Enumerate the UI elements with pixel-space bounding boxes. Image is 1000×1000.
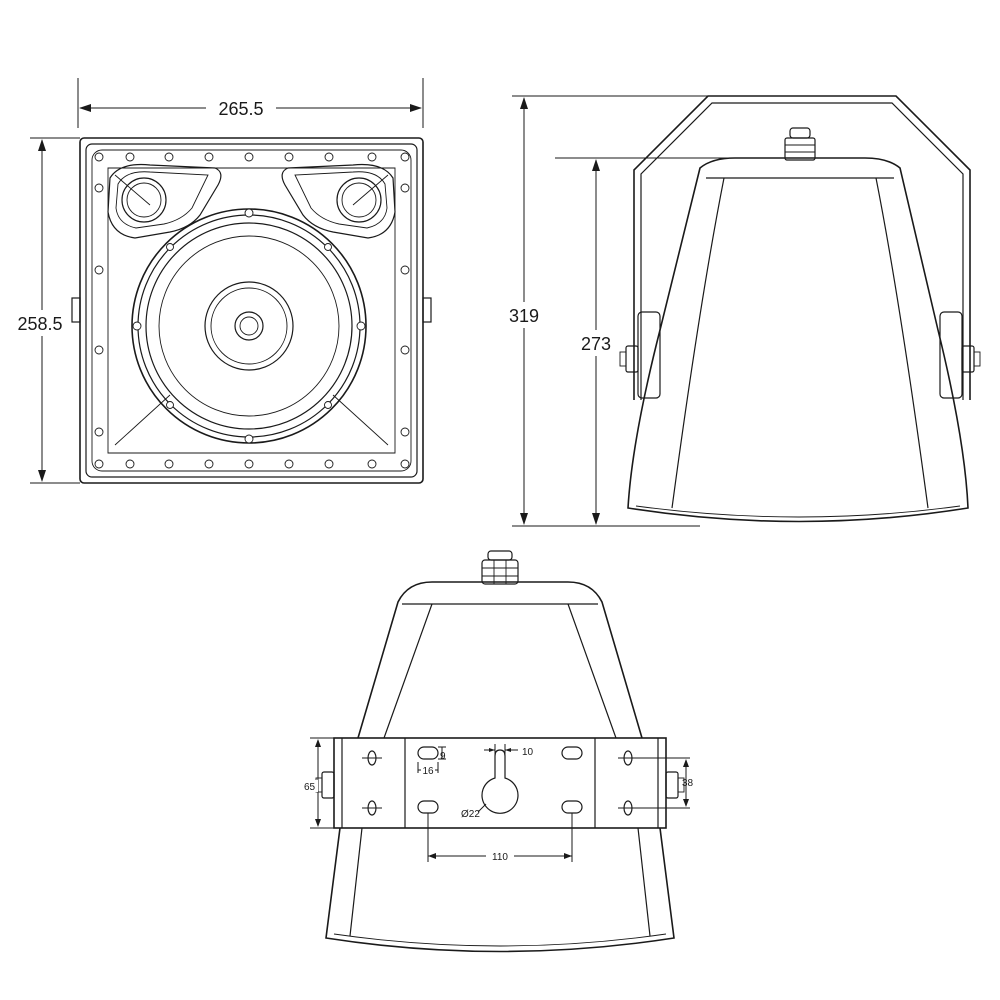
slot-height-label: 9 bbox=[440, 751, 446, 762]
bracket-height-label: 65 bbox=[304, 782, 316, 793]
keyhole-width-label: 10 bbox=[522, 747, 534, 758]
side-bracket bbox=[633, 95, 971, 400]
slot-width-label: 16 bbox=[422, 766, 434, 777]
side-overall-height-label: 319 bbox=[509, 306, 539, 326]
hole-spacing-label: 38 bbox=[682, 778, 694, 789]
side-body-height-label: 273 bbox=[581, 334, 611, 354]
front-side-tab-right bbox=[422, 297, 432, 323]
perimeter-screws bbox=[94, 152, 410, 469]
front-view: 265.5 258.5 bbox=[8, 78, 432, 484]
side-pivot-right bbox=[939, 311, 981, 399]
front-cabinet-outline bbox=[79, 137, 424, 484]
side-body-height-dimension: 273 bbox=[555, 157, 730, 525]
front-width-label: 265.5 bbox=[218, 99, 263, 119]
slot-spacing-label: 110 bbox=[492, 852, 508, 863]
front-side-tab-left bbox=[71, 297, 81, 323]
front-height-dimension: 258.5 bbox=[8, 137, 80, 484]
front-width-dimension: 265.5 bbox=[77, 78, 424, 128]
side-body-outline bbox=[627, 157, 969, 523]
tweeter-port-left bbox=[107, 163, 222, 239]
rear-cable-gland bbox=[481, 550, 519, 585]
mounting-slot bbox=[417, 800, 439, 814]
mounting-slot bbox=[561, 746, 583, 760]
tweeter-port-right bbox=[281, 163, 396, 239]
side-cable-gland bbox=[784, 127, 816, 161]
side-view: 319 273 bbox=[500, 95, 981, 527]
front-height-label: 258.5 bbox=[17, 314, 62, 334]
rear-body-outline bbox=[357, 581, 643, 739]
rear-view: 9 16 10 Ø22 110 65 bbox=[302, 550, 694, 953]
keyhole-diameter-label: Ø22 bbox=[461, 809, 480, 820]
rear-mounting-bracket bbox=[333, 737, 667, 829]
side-pivot-left bbox=[619, 311, 661, 399]
woofer bbox=[131, 208, 367, 444]
mounting-slot bbox=[417, 746, 439, 760]
keyhole bbox=[481, 749, 519, 814]
mounting-slot bbox=[561, 800, 583, 814]
side-overall-height-dimension: 319 bbox=[500, 95, 712, 527]
